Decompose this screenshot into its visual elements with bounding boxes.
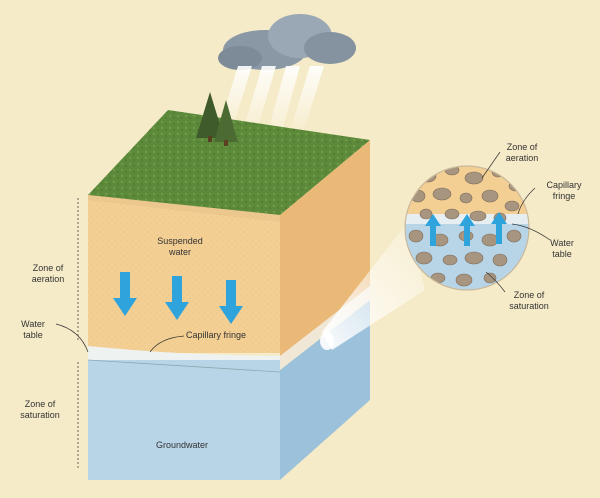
label-suspended-water: Suspended water [157, 236, 203, 257]
down-arrow-icon [113, 272, 243, 324]
label-capillary-fringe: Capillary fringe [186, 330, 247, 340]
inset-label-capillary-fringe: Capillary fringe [546, 180, 582, 201]
inset-magnified-view [405, 166, 529, 290]
inset-label-zone-of-saturation: Zone of saturation [509, 290, 549, 311]
capillary-fringe-leader [149, 335, 185, 353]
cloud-icon [218, 14, 356, 70]
side-label-zone-of-aeration: Zone of aeration [31, 263, 65, 284]
side-label-zone-of-saturation: Zone of saturation [20, 399, 60, 420]
grass-surface [88, 110, 370, 215]
magnifier-beam [322, 222, 425, 350]
inset-label-zone-of-aeration: Zone of aeration [505, 142, 539, 163]
tree-icon [196, 92, 238, 146]
side-label-water-table: Water table [21, 319, 45, 340]
block-side-water [280, 300, 370, 480]
block-front-water [88, 360, 280, 480]
water-table-leader [55, 323, 89, 353]
inset-border [404, 165, 530, 291]
inset-label-water-table: Water table [550, 238, 574, 259]
inset-leaders [481, 151, 551, 293]
magnifier-spot [320, 332, 334, 350]
water-table-line [87, 359, 281, 373]
label-groundwater: Groundwater [155, 440, 209, 450]
up-arrow-icon [425, 212, 507, 246]
